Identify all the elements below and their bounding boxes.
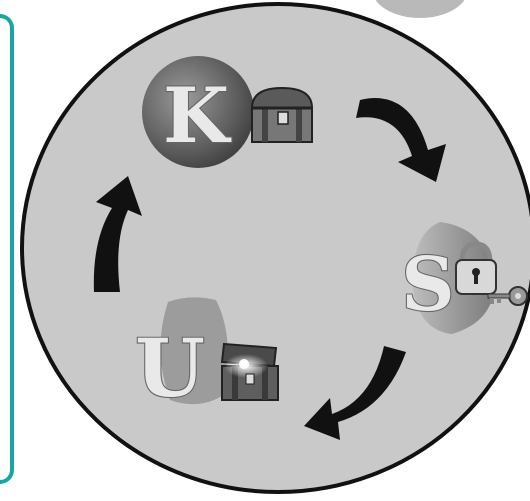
stage-k-letter: K (163, 71, 232, 160)
stage-u-letter: U (135, 321, 205, 415)
stage-s-letter: S (401, 242, 454, 328)
treasure-chest-closed-icon (252, 88, 312, 142)
treasure-chest-open-icon (222, 344, 278, 400)
